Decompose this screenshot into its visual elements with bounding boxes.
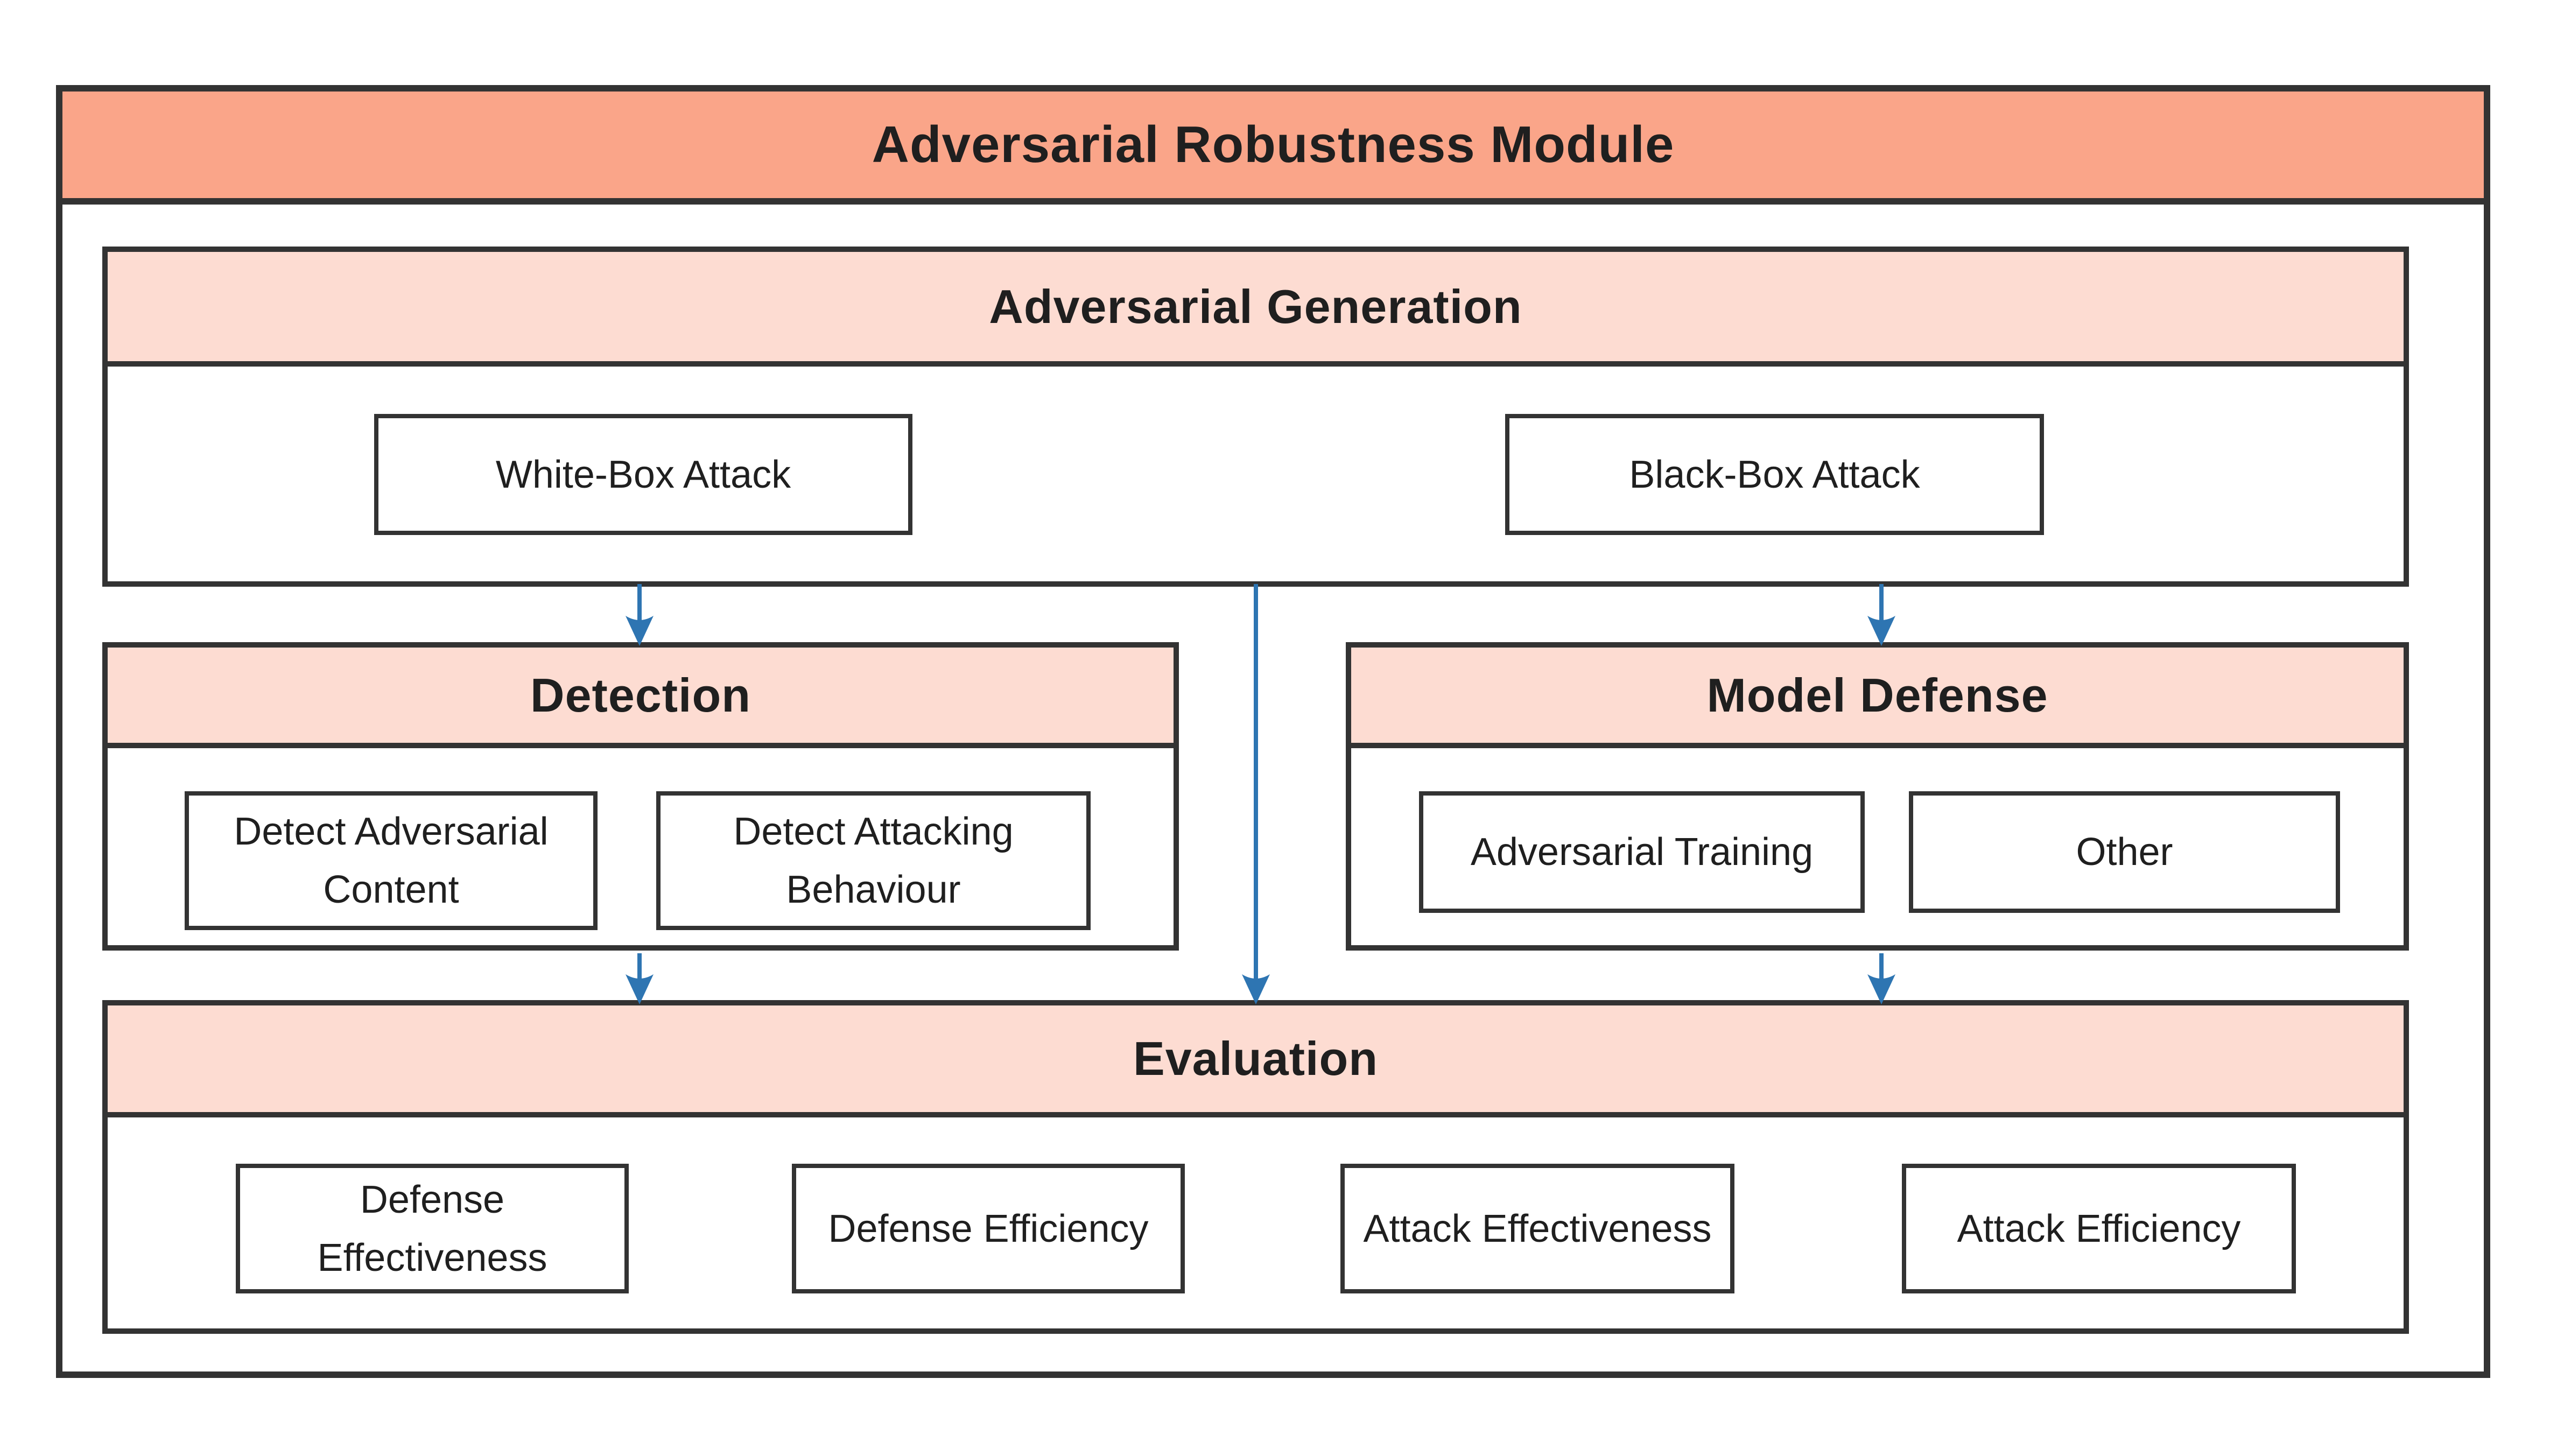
- section-title: Evaluation: [1133, 1032, 1378, 1085]
- node-label: Black-Box Attack: [1629, 453, 1920, 496]
- node-adversarial-training: Adversarial Training: [1419, 791, 1865, 913]
- node-white-box-attack: White-Box Attack: [374, 414, 912, 535]
- node-black-box-attack: Black-Box Attack: [1505, 414, 2044, 535]
- node-label: Defense Efficiency: [828, 1207, 1149, 1250]
- section-header-detection: Detection: [108, 648, 1174, 748]
- node-label: Attack Effectiveness: [1363, 1207, 1712, 1250]
- node-other: Other: [1909, 791, 2340, 913]
- node-attack-efficiency: Attack Efficiency: [1902, 1164, 2296, 1293]
- node-detect-adversarial-content: Detect Adversarial Content: [185, 791, 598, 930]
- node-defense-efficiency: Defense Efficiency: [792, 1164, 1185, 1293]
- node-label: Attack Efficiency: [1957, 1207, 2241, 1250]
- node-label: Detect Adversarial Content: [234, 810, 549, 911]
- node-defense-effectiveness: Defense Effectiveness: [236, 1164, 629, 1293]
- module-title-bar: Adversarial Robustness Module: [56, 85, 2490, 205]
- section-header-adversarial-generation: Adversarial Generation: [108, 252, 2404, 367]
- node-attack-effectiveness: Attack Effectiveness: [1340, 1164, 1734, 1293]
- section-title: Detection: [530, 668, 751, 722]
- node-label: Detect Attacking Behaviour: [733, 810, 1014, 911]
- node-label: White-Box Attack: [495, 453, 791, 496]
- node-label: Other: [2076, 831, 2173, 874]
- node-detect-attacking-behaviour: Detect Attacking Behaviour: [656, 791, 1091, 930]
- node-label: Defense Effectiveness: [317, 1178, 547, 1279]
- node-label: Adversarial Training: [1470, 831, 1814, 874]
- module-title: Adversarial Robustness Module: [872, 116, 1675, 173]
- section-title: Model Defense: [1706, 668, 2048, 722]
- section-header-evaluation: Evaluation: [108, 1005, 2404, 1117]
- section-header-model-defense: Model Defense: [1351, 648, 2404, 748]
- section-title: Adversarial Generation: [989, 279, 1522, 333]
